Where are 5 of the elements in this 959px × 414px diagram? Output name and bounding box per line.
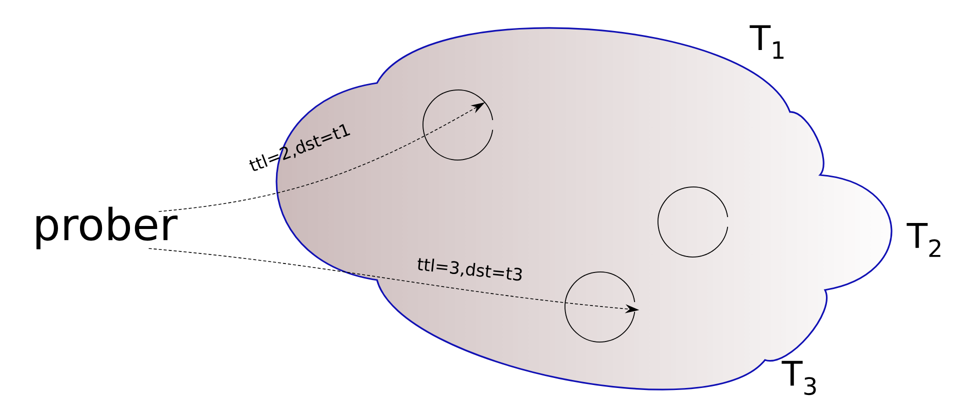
edge-label: ttl=3,dst=t3 bbox=[418, 258, 522, 281]
region-label: T$_{2}$ bbox=[906, 223, 940, 257]
region-label: T$_{3}$ bbox=[782, 360, 816, 396]
region-label: T$_{1}$ bbox=[750, 25, 784, 59]
node-label: prober bbox=[36, 206, 178, 250]
